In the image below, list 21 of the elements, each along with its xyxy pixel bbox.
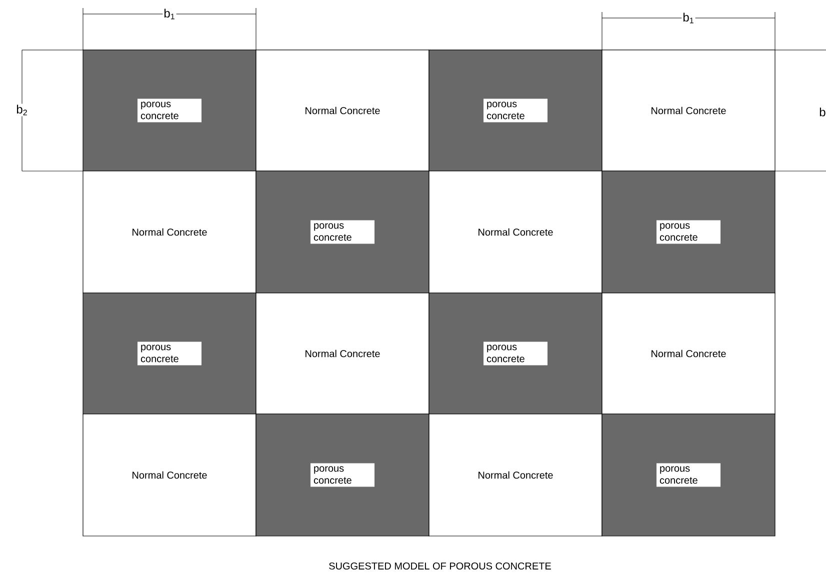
normal-concrete-cell: Normal Concrete [256, 292, 430, 414]
porous-concrete-cell: porous concrete [256, 414, 430, 536]
normal-concrete-cell: Normal Concrete [428, 170, 602, 294]
dimension-label: b$_{1}$ [682, 12, 696, 24]
caption: SUGGESTED MODEL OF POROUS CONCRETE [329, 562, 551, 570]
normal-concrete-cell: Normal Concrete [82, 414, 256, 536]
normal-concrete-cell: Normal Concrete [82, 170, 256, 294]
porous-concrete-cell: porous concrete [602, 170, 776, 294]
porous-concrete-cell: porous concrete [82, 292, 256, 414]
dimension-label: b$_{2}$ [15, 104, 29, 116]
porous-concrete-cell: porous concrete [428, 50, 602, 172]
porous-concrete-cell: porous concrete [256, 170, 430, 294]
porous-concrete-cell: porous concrete [428, 292, 602, 414]
normal-concrete-cell: Normal Concrete [256, 50, 430, 172]
normal-concrete-cell: Normal Concrete [602, 50, 776, 172]
normal-concrete-cell: Normal Concrete [428, 414, 602, 536]
dimension-label: b [820, 108, 826, 116]
porous-concrete-cell: porous concrete [82, 50, 256, 172]
dimension-label: b$_{1}$ [162, 8, 176, 20]
porous-concrete-cell: porous concrete [602, 414, 776, 536]
normal-concrete-cell: Normal Concrete [602, 292, 776, 414]
